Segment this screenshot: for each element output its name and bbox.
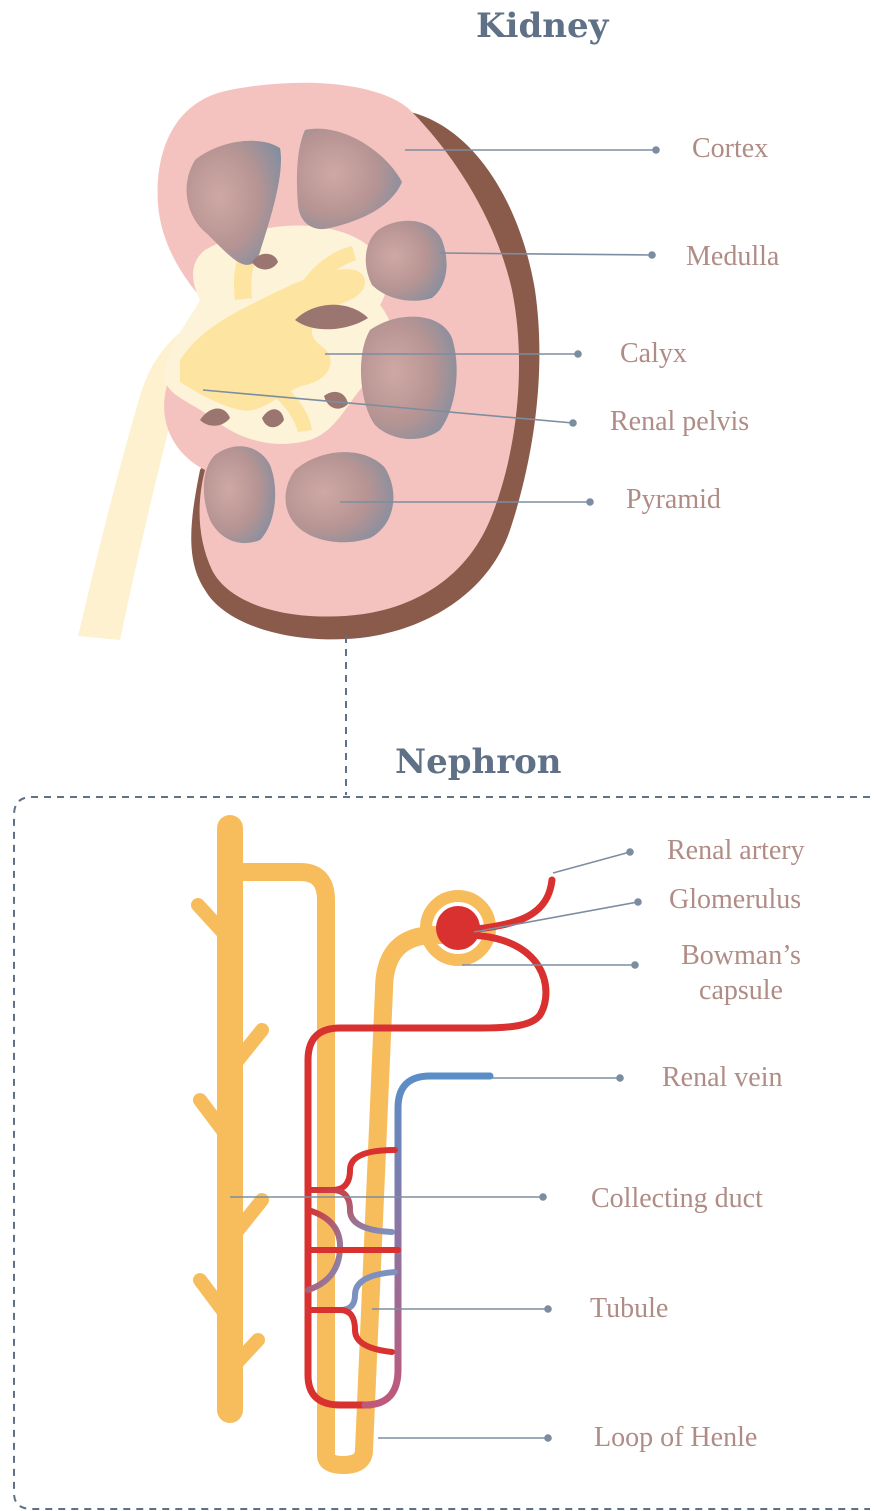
pyramid-bottom-right	[286, 452, 394, 542]
label-pyramid: Pyramid	[626, 482, 721, 517]
label-renal-pelvis: Renal pelvis	[610, 404, 749, 439]
kidney-illustration	[78, 83, 539, 640]
kidney-title: Kidney	[476, 6, 608, 46]
label-calyx: Calyx	[620, 336, 687, 371]
label-tubule: Tubule	[590, 1291, 668, 1326]
label-bowmans-capsule: Bowman’s capsule	[672, 938, 810, 1008]
label-renal-vein: Renal vein	[662, 1060, 783, 1095]
label-renal-artery: Renal artery	[667, 833, 805, 868]
label-loop-of-henle: Loop of Henle	[594, 1420, 757, 1455]
pyramid-right-upper	[366, 221, 447, 301]
nephron-title: Nephron	[395, 742, 562, 782]
label-bowmans-line-2: capsule	[672, 973, 810, 1008]
label-collecting-duct: Collecting duct	[591, 1181, 763, 1216]
label-cortex: Cortex	[692, 131, 768, 166]
pyramid-right-middle	[361, 317, 457, 439]
label-medulla: Medulla	[686, 239, 779, 274]
tubule-loop-shape	[230, 872, 462, 1465]
label-glomerulus: Glomerulus	[669, 882, 801, 917]
label-bowmans-line-1: Bowman’s	[672, 938, 810, 973]
nephron-illustration	[198, 828, 552, 1465]
